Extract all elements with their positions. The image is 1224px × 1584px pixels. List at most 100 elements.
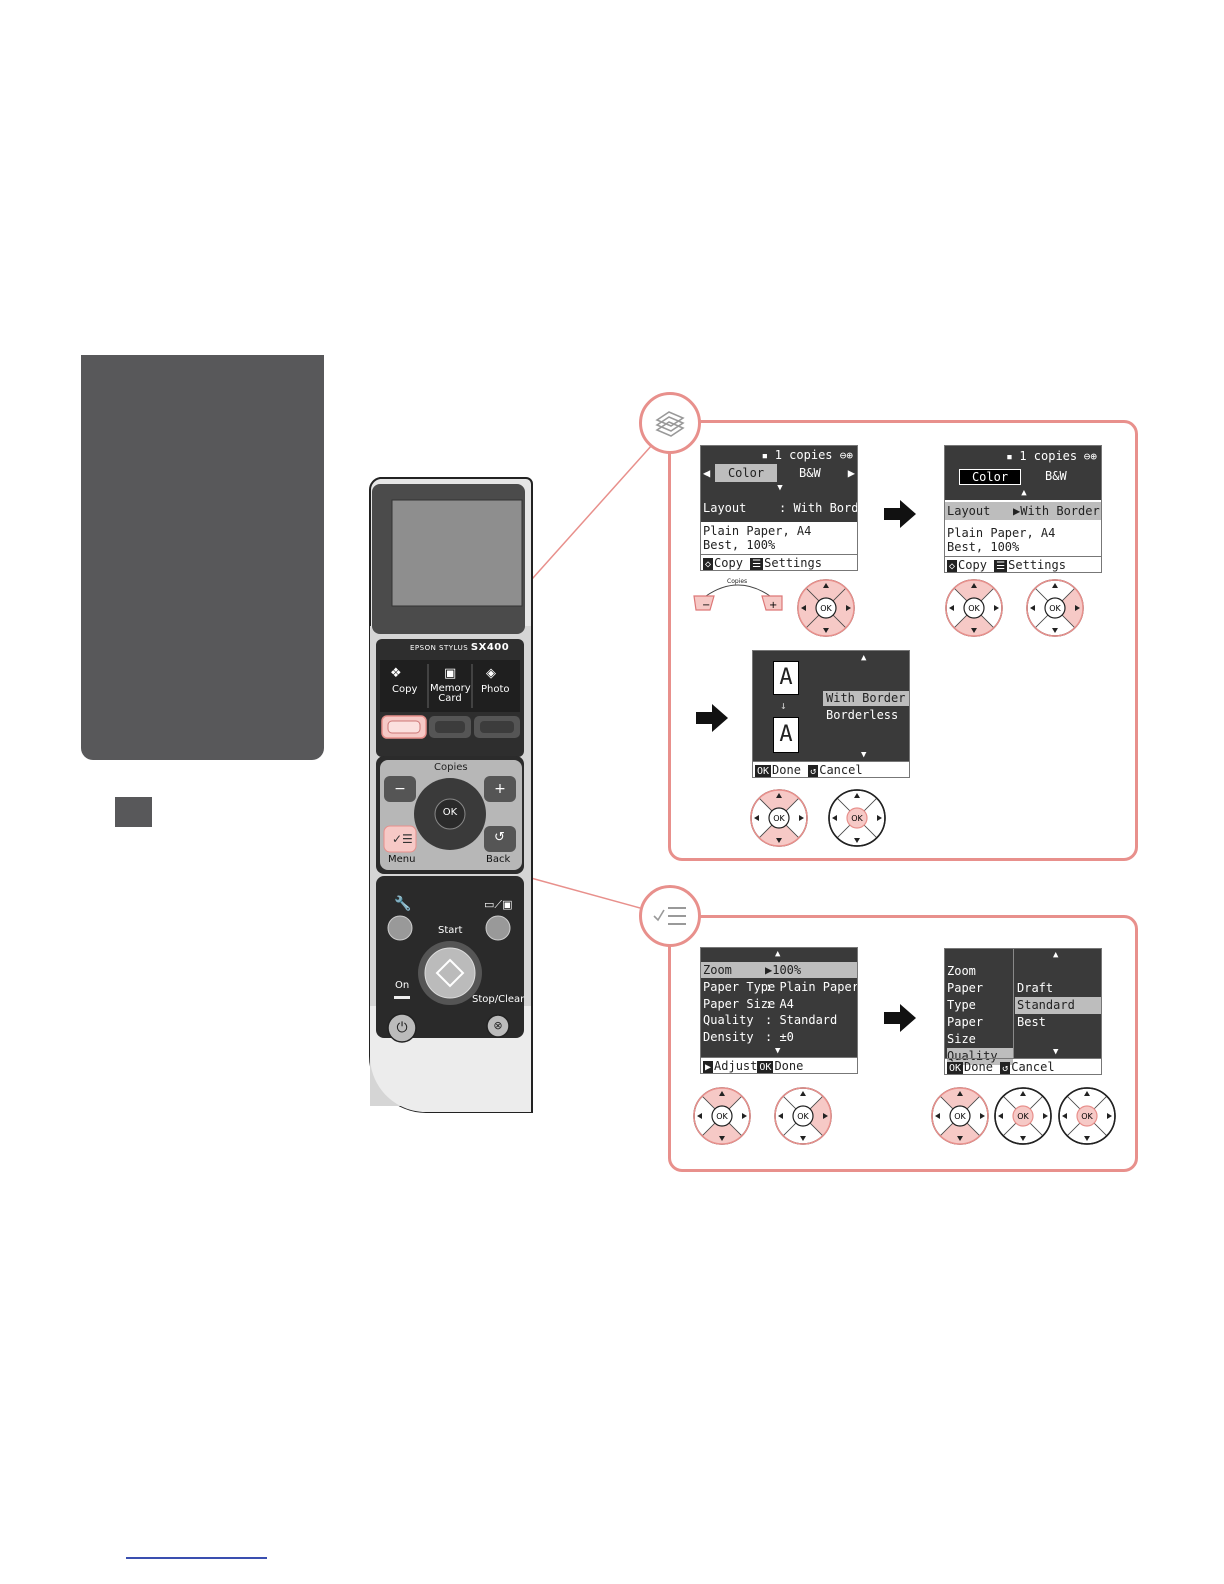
menu-icon-badge — [639, 885, 701, 947]
quality-info-2: Best, 100% — [947, 540, 1020, 554]
copies-plus-button[interactable]: + — [494, 781, 506, 797]
layout-value: : With Border — [779, 501, 858, 515]
on-label: On — [395, 980, 410, 991]
menu-label: Paper Size — [947, 1015, 984, 1046]
menu-label: Paper Type — [947, 981, 984, 1012]
svg-text:OK: OK — [1017, 1112, 1029, 1121]
option-draft: Draft — [1017, 981, 1054, 995]
copy-screen-2: ▪ 1 copies ⊖⊕ Color B&W ▲ Layout ▶With B… — [944, 445, 1102, 573]
layout-label-2: Layout — [947, 504, 991, 518]
menu-row-label: Paper Type — [703, 980, 776, 994]
menu-list-icon — [653, 907, 686, 925]
bw-option-2: B&W — [1045, 469, 1067, 483]
footer-adjust: Adjust — [714, 1059, 758, 1073]
mode-memory-label: Memory Card — [430, 683, 471, 704]
menu-row-value: : ±0 — [765, 1030, 794, 1044]
dpad-icon: OK — [828, 789, 886, 847]
view-button[interactable] — [486, 916, 510, 940]
copy-mode-icon: ❖ — [390, 666, 402, 681]
menu-row-value: 100% — [772, 963, 802, 977]
footer-settings-2: Settings — [1008, 558, 1066, 572]
memory-card-icon: ▣ — [444, 666, 457, 681]
svg-text:OK: OK — [851, 814, 863, 823]
dpad-icon: OK — [797, 579, 855, 637]
svg-text:+: + — [769, 600, 777, 611]
footer-copy: Copy — [714, 556, 743, 570]
copies-mini-label: Copies — [727, 578, 748, 585]
dpad-icon: OK — [994, 1087, 1052, 1145]
layout-label: Layout — [703, 501, 747, 515]
option-borderless: Borderless — [826, 708, 899, 722]
copies-minus-button[interactable]: − — [394, 781, 406, 797]
back-label: Back — [486, 854, 511, 865]
footer-done: Done — [772, 763, 801, 777]
stop-button[interactable]: ⊗ — [493, 1019, 503, 1032]
svg-text:OK: OK — [968, 604, 980, 613]
photo-mode-button[interactable] — [474, 716, 520, 738]
color-option-2: Color — [959, 469, 1021, 485]
dpad-icon: OK — [774, 1087, 832, 1145]
color-option: Color — [715, 464, 777, 482]
with-border-preview: A — [773, 661, 799, 695]
copy-mode-button[interactable] — [382, 716, 426, 738]
svg-text:OK: OK — [954, 1112, 966, 1121]
menu-screen-1: ▲ Zoom▶100% Paper Type: Plain Paper Pape… — [700, 947, 858, 1074]
paper-info-2: Plain Paper, A4 — [947, 526, 1056, 540]
control-panel: EPSON STYLUS SX400 Copy Memory Card Phot… — [366, 476, 533, 1114]
footer-copy-2: Copy — [958, 558, 987, 572]
dpad-icon: OK — [1058, 1087, 1116, 1145]
dpad-icon: OK — [931, 1087, 989, 1145]
setup-button[interactable] — [388, 916, 412, 940]
svg-text:OK: OK — [1049, 604, 1061, 613]
menu-row-value: : Plain Paper — [765, 980, 858, 994]
footer-cancel: Cancel — [819, 763, 863, 777]
svg-text:OK: OK — [820, 604, 832, 613]
ok-button[interactable]: OK — [442, 807, 458, 818]
menu-row-label: Density — [703, 1030, 754, 1044]
menu-row-label: Paper Size — [703, 997, 776, 1011]
bw-option: B&W — [799, 466, 821, 480]
back-icon: ↺ — [494, 830, 505, 845]
menu-label: Quality — [947, 1048, 1013, 1065]
option-standard: Standard — [1015, 997, 1101, 1014]
svg-text:OK: OK — [773, 814, 785, 823]
paper-info: Plain Paper, A4 — [703, 524, 812, 538]
footer-settings: Settings — [764, 556, 822, 570]
menu-screen-2: ▲ Zoom Paper Type Paper Size Quality Den… — [944, 948, 1102, 1075]
back-button[interactable] — [484, 826, 516, 852]
copies-buttons-illustration: − + — [693, 584, 783, 611]
layout-value-2: With Border — [1020, 504, 1100, 518]
menu-label: Density — [947, 1066, 998, 1075]
model-text: SX400 — [470, 642, 510, 653]
menu-label: Zoom — [947, 964, 976, 978]
copy-icon — [655, 411, 685, 437]
copies-label: Copies — [434, 762, 468, 773]
setup-icon: 🔧 — [394, 896, 412, 912]
footer-done-3: Done — [964, 1060, 993, 1074]
option-best: Best — [1017, 1015, 1046, 1029]
menu-button[interactable] — [384, 826, 416, 852]
rotate-view-icon: ▭⟋▣ — [484, 898, 513, 911]
menu-row-value: : A4 — [765, 997, 794, 1011]
next-arrow-icon — [884, 1004, 916, 1032]
power-button[interactable]: ⏻ — [396, 1020, 408, 1036]
footer-rule — [126, 1557, 267, 1559]
menu-label: Menu — [388, 854, 416, 865]
section-tab — [81, 355, 324, 760]
menu-row-label: Quality — [703, 1013, 754, 1027]
mode-photo-label: Photo — [481, 684, 510, 695]
stop-clear-label: Stop/Clear — [472, 994, 525, 1005]
copies-count: 1 copies — [774, 448, 833, 462]
start-label: Start — [438, 925, 463, 936]
option-with-border: With Border — [823, 691, 909, 706]
svg-text:OK: OK — [1081, 1112, 1093, 1121]
mode-copy-label: Copy — [392, 684, 418, 695]
menu-row-value: : Standard — [765, 1013, 838, 1027]
svg-text:OK: OK — [797, 1112, 809, 1121]
footer-cancel-2: Cancel — [1011, 1060, 1055, 1074]
memory-card-mode-button[interactable] — [429, 716, 471, 738]
svg-text:−: − — [702, 600, 710, 611]
menu-row-label: Zoom — [703, 963, 732, 977]
copy-icon-badge — [639, 392, 701, 454]
borderless-preview: A — [773, 717, 799, 753]
